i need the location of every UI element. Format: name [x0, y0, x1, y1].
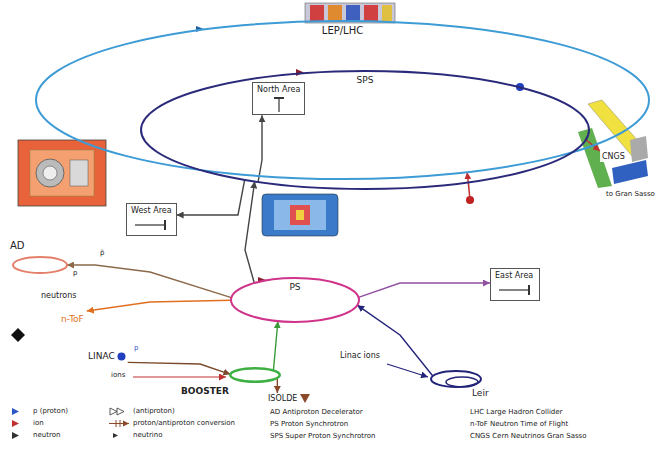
beam-label: ions — [111, 371, 125, 379]
legend-item: p (proton) — [8, 407, 68, 416]
legend-text: (antiproton) — [133, 408, 175, 416]
area-box: East Area — [490, 268, 540, 301]
beam-label: p — [73, 269, 77, 277]
leir-ring: Leir — [430, 370, 482, 388]
ion-line — [387, 364, 428, 377]
ps-ring: PS — [230, 277, 360, 323]
legend-item: neutrino — [108, 431, 162, 440]
ring-label: BOOSTER — [181, 386, 229, 396]
area-label: West Area — [131, 206, 172, 215]
legend-item: ion — [8, 419, 44, 428]
legend-sample — [8, 431, 30, 440]
ntof-target: n-ToF — [8, 311, 87, 345]
ring-outline — [446, 377, 478, 387]
ring-outline — [229, 367, 281, 383]
ring-outline — [230, 368, 280, 382]
area-box: West Area — [126, 203, 177, 236]
beam-line — [87, 300, 231, 311]
legend-sample — [8, 407, 30, 416]
cms-detector — [262, 194, 338, 236]
beam-line — [245, 181, 255, 283]
beam-line — [277, 378, 278, 393]
beam-label: neutrons — [40, 291, 77, 300]
linac: LINAC — [86, 350, 128, 362]
beam-dump-symbol — [259, 96, 299, 112]
glossary-entry: SPS Super Proton Synchrotron — [270, 432, 375, 440]
beam-line — [359, 283, 490, 297]
ring-outline — [140, 70, 590, 190]
beam-line — [128, 362, 231, 374]
ring-label: PS — [289, 282, 300, 292]
legend-sample — [108, 431, 130, 440]
cngs-detector — [578, 100, 648, 188]
legend-text: proton/antiproton conversion — [133, 420, 235, 428]
beam-line — [258, 115, 262, 182]
linac-label: LINAC — [88, 351, 115, 361]
beam-dump-symbol — [131, 217, 171, 233]
ad-detector — [18, 140, 106, 206]
target-label: n-ToF — [61, 314, 84, 324]
target-symbol — [11, 328, 25, 342]
legend-sample — [108, 419, 130, 428]
beam-label: p — [134, 344, 138, 352]
target-label: ISOLDE — [268, 394, 297, 403]
glossary-entry: LHC Large Hadron Collider — [470, 408, 563, 416]
ring-outline — [430, 370, 482, 388]
legend-item: proton/antiproton conversion — [108, 419, 235, 428]
area-label: North Area — [257, 85, 300, 94]
beam-line — [467, 172, 470, 200]
beam-line — [357, 305, 433, 376]
lhc-detector — [305, 3, 395, 23]
legend-text: neutron — [33, 432, 60, 440]
legend-item: (antiproton) — [108, 407, 175, 416]
ad-ring: AD — [12, 256, 68, 274]
target-symbol — [300, 394, 310, 403]
ring-label: LEP/LHC — [320, 25, 365, 37]
ring-outline — [231, 278, 359, 322]
beam-line — [273, 321, 278, 370]
legend-text: p (proton) — [33, 408, 68, 416]
glossary-entry: CNGS Cern Neutrinos Gran Sasso — [470, 432, 587, 440]
ring-label: SPS — [357, 75, 374, 85]
ring-label: AD — [10, 240, 25, 252]
target-label: CNGS — [602, 152, 625, 161]
legend-sample — [108, 407, 130, 416]
glossary-entry: n-ToF Neutron Time of Flight — [470, 420, 568, 428]
ring-outline — [431, 371, 481, 387]
ion-line — [133, 376, 226, 377]
cngs-target: CNGS — [600, 151, 627, 162]
legend-item: neutron — [8, 431, 60, 440]
beam-line — [177, 180, 245, 215]
area-box: North Area — [252, 82, 305, 115]
ring-outline — [12, 256, 68, 274]
booster-ring: BOOSTER — [229, 367, 281, 383]
beam-label: Linac ions — [340, 351, 380, 360]
ring-outline — [13, 257, 67, 273]
ring-outline — [141, 71, 589, 189]
legend-sample — [8, 419, 30, 428]
beam-label: p̄ — [100, 249, 104, 257]
destination-label: to Gran Sasso — [606, 190, 655, 198]
legend-text: ion — [33, 420, 44, 428]
source-dot — [117, 352, 126, 361]
isolde-target: ISOLDE — [266, 393, 312, 404]
ring-label: Leir — [472, 388, 489, 398]
glossary-entry: AD Antiproton Decelerator — [270, 408, 363, 416]
beam-line — [67, 265, 231, 298]
area-label: East Area — [495, 271, 535, 280]
legend-text: neutrino — [133, 432, 162, 440]
beam-dump-symbol — [495, 282, 535, 298]
sps-ring: SPS — [140, 70, 590, 190]
glossary-entry: PS Proton Synchrotron — [270, 420, 348, 428]
